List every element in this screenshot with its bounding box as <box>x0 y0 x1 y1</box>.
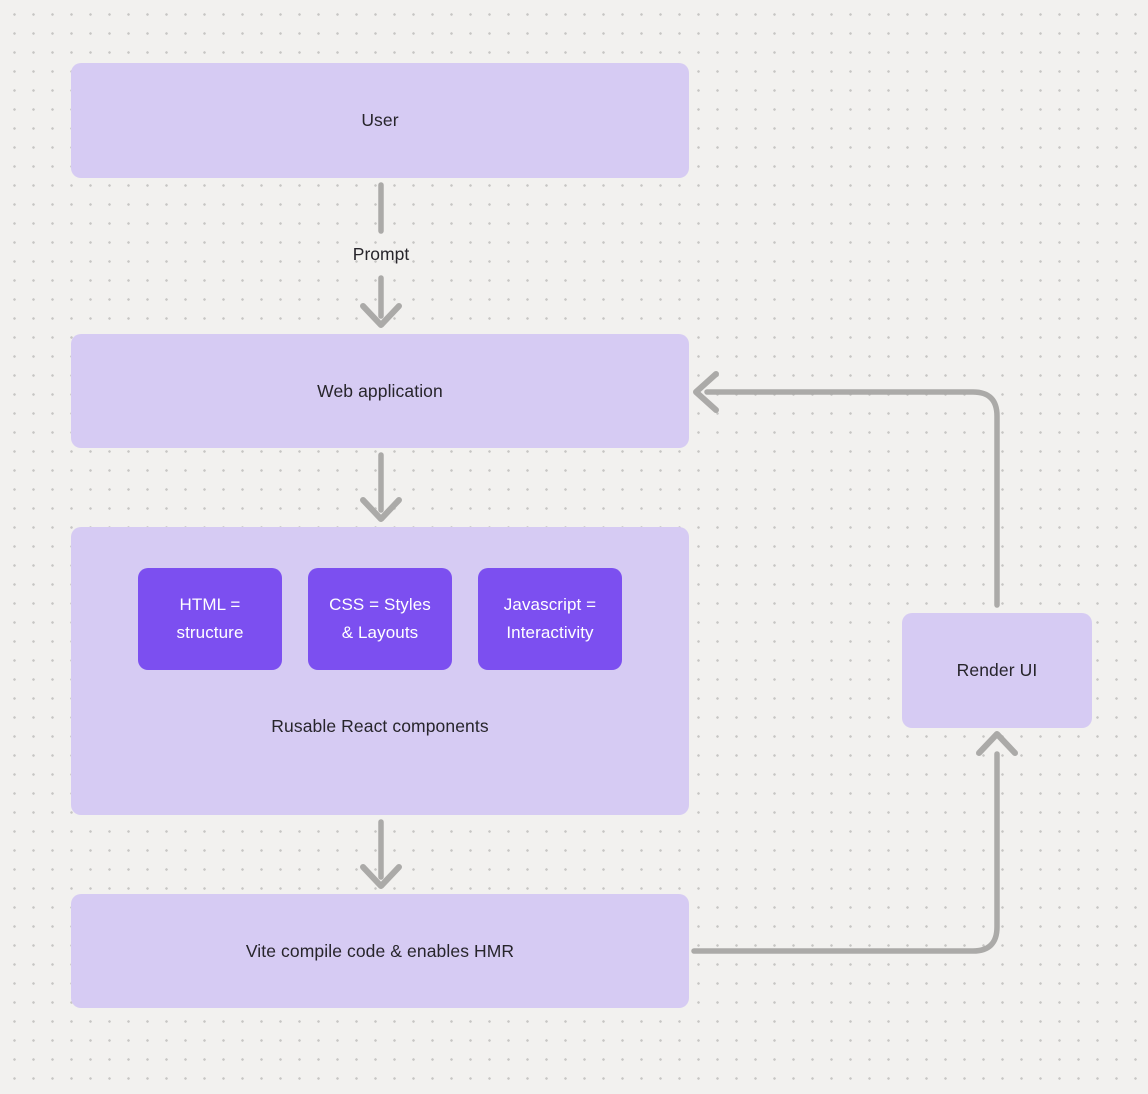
arrowhead-down-webapp-icon <box>360 303 402 328</box>
node-javascript-label: Javascript = Interactivity <box>503 595 597 642</box>
node-html[interactable]: HTML = structure <box>138 568 282 670</box>
connector-renderui-to-webapp[interactable] <box>704 389 1000 608</box>
node-css[interactable]: CSS = Styles & Layouts <box>308 568 452 670</box>
node-user-label: User <box>361 110 399 130</box>
connector-vite-to-renderui[interactable] <box>691 751 1000 954</box>
arrowhead-down-components-icon <box>360 497 402 522</box>
edge-label-prompt: Prompt <box>352 244 410 264</box>
node-render-ui-label: Render UI <box>956 660 1038 680</box>
node-web-application[interactable]: Web application <box>71 334 689 448</box>
arrowhead-down-vite-icon <box>360 864 402 889</box>
arrowhead-left-webapp-icon <box>693 371 719 413</box>
node-vite[interactable]: Vite compile code & enables HMR <box>71 894 689 1008</box>
components-caption: Rusable React components <box>271 716 489 736</box>
node-user[interactable]: User <box>71 63 689 178</box>
node-css-label: CSS = Styles & Layouts <box>329 595 431 642</box>
node-html-label: HTML = structure <box>176 595 244 642</box>
node-javascript[interactable]: Javascript = Interactivity <box>478 568 622 670</box>
node-render-ui[interactable]: Render UI <box>902 613 1092 728</box>
arrowhead-up-renderui-icon <box>976 731 1018 756</box>
node-components-container[interactable]: HTML = structure CSS = Styles & Layouts … <box>71 527 689 815</box>
node-vite-label: Vite compile code & enables HMR <box>245 940 515 961</box>
node-web-application-label: Web application <box>317 380 443 401</box>
